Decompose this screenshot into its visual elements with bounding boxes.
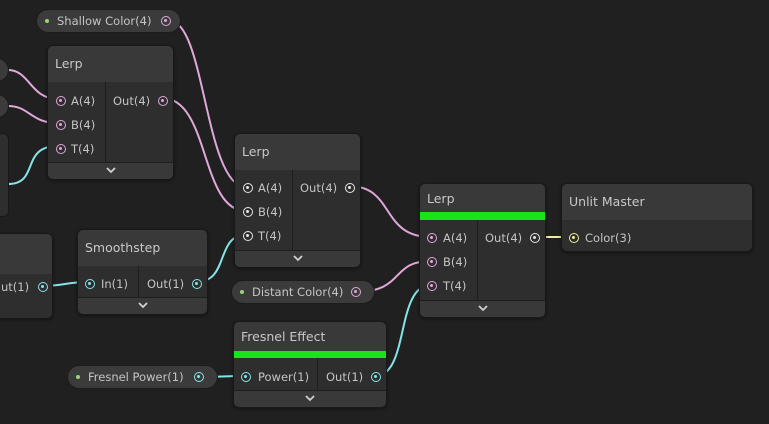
lerp2-input-a-label: A(4) (258, 181, 283, 195)
wire-lerp1-out-to-lerp2-b (161, 97, 247, 212)
lerp3-input-t[interactable]: T(4) (427, 279, 466, 293)
node-expand-toggle[interactable] (235, 250, 360, 267)
lerp2-input-b[interactable]: B(4) (243, 205, 282, 219)
smoothstep-input-label: In(1) (101, 277, 128, 291)
unlit-master-color-label: Color(3) (585, 231, 632, 245)
lerp2-input-a[interactable]: A(4) (243, 181, 282, 195)
lerp3-output-dot[interactable] (530, 233, 540, 243)
fresnel-output-label: Out(1) (326, 370, 364, 384)
wire-shallow-to-lerp2-a (169, 20, 247, 188)
lerp-node-1[interactable]: Lerp A(4) B(4) T(4) Out(4) (47, 45, 174, 180)
fresnel-input-label: Power(1) (258, 370, 310, 384)
unlit-master-color-input[interactable]: Color(3) (569, 231, 631, 245)
lerp2-input-a-dot[interactable] (243, 183, 253, 193)
lerp3-input-a-label: A(4) (443, 231, 468, 245)
lerp2-input-b-dot[interactable] (243, 207, 253, 217)
node-expand-toggle[interactable] (234, 390, 386, 407)
node-title: Lerp (427, 191, 455, 206)
distant-color-out-dot[interactable] (351, 287, 361, 297)
lerp1-input-b-label: B(4) (71, 118, 96, 132)
shallow-color-property[interactable]: Shallow Color(4) (36, 9, 181, 33)
lerp1-input-a-label: A(4) (71, 94, 96, 108)
lerp2-output-label: Out(4) (300, 181, 338, 195)
lerp1-input-b-dot[interactable] (56, 120, 66, 130)
fresnel-power-property[interactable]: Fresnel Power(1) (67, 365, 218, 389)
partial-node-out-label: ut(1) (1, 280, 30, 294)
wire-lerp2-out-to-lerp3-a (348, 185, 432, 238)
smoothstep-input[interactable]: In(1) (85, 277, 128, 291)
lerp1-input-t-label: T(4) (71, 142, 95, 156)
preview-bar (234, 351, 386, 358)
node-title: Unlit Master (569, 194, 645, 209)
node-title: Lerp (242, 144, 270, 159)
partial-node-out-port[interactable]: ut(1) (1, 280, 48, 294)
lerp1-input-t-dot[interactable] (56, 144, 66, 154)
lerp3-input-b-label: B(4) (443, 255, 468, 269)
lerp1-output[interactable]: Out(4) (113, 94, 168, 108)
chevron-down-icon (105, 167, 116, 174)
chevron-down-icon (292, 255, 303, 262)
lerp-node-3[interactable]: Lerp A(4) B(4) T(4) Out(4) (419, 183, 546, 318)
fresnel-output-dot[interactable] (371, 372, 381, 382)
lerp3-input-t-dot[interactable] (427, 281, 437, 291)
chevron-down-icon (137, 302, 148, 309)
lerp3-input-a[interactable]: A(4) (427, 231, 467, 245)
fresnel-effect-node[interactable]: Fresnel Effect Power(1) Out(1) (233, 321, 387, 408)
unlit-master-color-dot[interactable] (569, 233, 579, 243)
node-expand-toggle[interactable] (48, 162, 173, 179)
lerp3-input-a-dot[interactable] (427, 233, 437, 243)
distant-color-label: Distant Color(4) (252, 285, 344, 299)
chevron-down-icon (477, 305, 488, 312)
smoothstep-output-label: Out(1) (147, 277, 185, 291)
fresnel-input[interactable]: Power(1) (241, 370, 309, 384)
fresnel-input-dot[interactable] (241, 372, 251, 382)
node-title: Smoothstep (85, 240, 161, 255)
fresnel-power-label: Fresnel Power(1) (88, 370, 184, 384)
lerp1-input-a-dot[interactable] (56, 96, 66, 106)
lerp2-input-t-label: T(4) (258, 229, 282, 243)
partial-node-top-left[interactable] (0, 133, 9, 217)
smoothstep-output[interactable]: Out(1) (147, 277, 202, 291)
lerp3-output[interactable]: Out(4) (485, 231, 540, 245)
distant-color-property[interactable]: Distant Color(4) (231, 280, 375, 304)
lerp2-output[interactable]: Out(4) (300, 181, 355, 195)
lerp2-input-t-dot[interactable] (243, 231, 253, 241)
lerp2-input-b-label: B(4) (258, 205, 283, 219)
smoothstep-output-dot[interactable] (192, 279, 202, 289)
node-title: Fresnel Effect (241, 329, 326, 344)
lerp3-input-b-dot[interactable] (427, 257, 437, 267)
smoothstep-input-dot[interactable] (85, 279, 95, 289)
property-exposed-dot (76, 375, 80, 379)
fresnel-output[interactable]: Out(1) (326, 370, 381, 384)
node-expand-toggle[interactable] (420, 300, 545, 317)
lerp1-output-label: Out(4) (113, 94, 151, 108)
unlit-master-node[interactable]: Unlit Master Color(3) (561, 183, 753, 252)
lerp1-input-b[interactable]: B(4) (56, 118, 95, 132)
node-title: Lerp (55, 56, 83, 71)
shallow-color-out-dot[interactable] (161, 16, 171, 26)
chevron-down-icon (305, 395, 315, 402)
lerp3-input-t-label: T(4) (443, 279, 467, 293)
smoothstep-node[interactable]: Smoothstep In(1) Out(1) (77, 229, 208, 315)
property-exposed-dot (240, 290, 244, 294)
lerp3-input-b[interactable]: B(4) (427, 255, 467, 269)
shallow-color-label: Shallow Color(4) (57, 14, 152, 28)
lerp2-input-t[interactable]: T(4) (243, 229, 281, 243)
partial-node-left[interactable]: ut(1) (0, 233, 53, 319)
lerp3-output-label: Out(4) (485, 231, 523, 245)
lerp1-input-a[interactable]: A(4) (56, 94, 95, 108)
property-exposed-dot (45, 19, 49, 23)
lerp1-input-t[interactable]: T(4) (56, 142, 94, 156)
lerp1-output-dot[interactable] (158, 96, 168, 106)
fresnel-power-out-dot[interactable] (194, 372, 204, 382)
preview-bar (420, 212, 545, 220)
partial-node-out-dot[interactable] (38, 282, 48, 292)
lerp2-output-dot[interactable] (345, 183, 355, 193)
node-expand-toggle[interactable] (78, 297, 207, 314)
lerp-node-2[interactable]: Lerp A(4) B(4) T(4) Out(4) (234, 133, 361, 268)
